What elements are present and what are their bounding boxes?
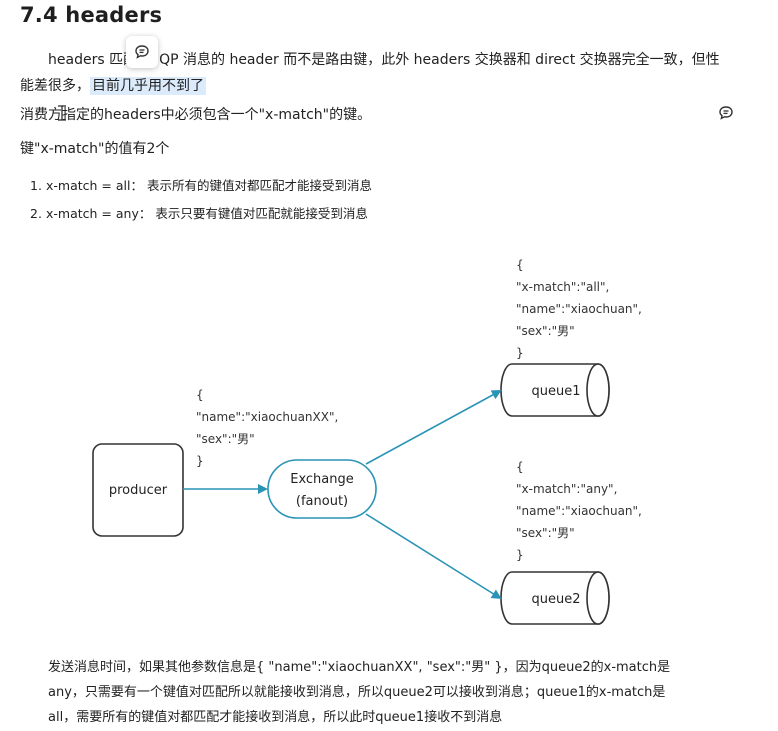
- json-line: "x-match":"all",: [516, 280, 609, 294]
- explanation-line-3: all，需要所有的键值对都匹配才能接收到消息，所以此时queue1接收不到消息: [48, 710, 503, 725]
- queue2-cylinder: queue2: [500, 571, 610, 625]
- json-line: "name":"xiaochuanXX",: [196, 410, 338, 424]
- json-line: {: [516, 460, 524, 474]
- queue1-label: queue1: [532, 384, 581, 399]
- arrow-exchange-to-queue1: [365, 390, 502, 465]
- intro-line-1: headers 匹配 QP 消息的 header 而不是路由键，此外 header…: [48, 49, 720, 71]
- queue2-json: { "x-match":"any", "name":"xiaochuan", "…: [516, 460, 642, 562]
- json-line: "sex":"男": [516, 526, 575, 540]
- json-line: }: [196, 454, 204, 468]
- para-xmatch-values: 键"x-match"的值有2个: [20, 141, 170, 157]
- json-line: {: [516, 258, 524, 272]
- json-line: "x-match":"any",: [516, 482, 617, 496]
- list-item: 1. x-match = all： 表示所有的键值对都匹配才能接受到消息: [30, 175, 372, 194]
- list-text: x-match = all： 表示所有的键值对都匹配才能接受到消息: [46, 178, 372, 193]
- intro-line2-plain: 能差很多，: [20, 78, 90, 94]
- queue1-cylinder: queue1: [500, 363, 610, 417]
- producer-label: producer: [109, 483, 168, 498]
- intro-highlight: 目前几乎用不到了: [90, 77, 206, 95]
- comment-icon: [135, 45, 149, 59]
- json-line: {: [196, 388, 204, 402]
- message-json: { "name":"xiaochuanXX", "sex":"男" }: [196, 388, 338, 468]
- json-line: }: [516, 346, 524, 360]
- intro-part-1: headers 匹配: [48, 52, 138, 68]
- headers-exchange-diagram: { "name":"xiaochuanXX", "sex":"男" } { "x…: [92, 258, 642, 625]
- exchange-type-label: (fanout): [296, 494, 348, 509]
- comment-icon-button[interactable]: [716, 103, 736, 123]
- section-heading: 7.4 headers: [20, 3, 163, 27]
- producer-box: producer: [92, 443, 184, 537]
- exchange-node: Exchange (fanout): [267, 459, 377, 519]
- exchange-label: Exchange: [290, 472, 354, 487]
- arrow-exchange-to-queue2: [365, 513, 502, 600]
- list-text: x-match = any： 表示只要有键值对匹配就能接受到消息: [46, 206, 368, 221]
- json-line: }: [516, 548, 524, 562]
- text-cursor-icon: [58, 105, 66, 121]
- json-line: "name":"xiaochuan",: [516, 302, 642, 316]
- comment-popup-button[interactable]: [126, 36, 158, 68]
- json-line: "sex":"男": [516, 324, 575, 338]
- json-line: "name":"xiaochuan",: [516, 504, 642, 518]
- explanation-line-1: 发送消息时间，如果其他参数信息是{ "name":"xiaochuanXX", …: [48, 660, 671, 675]
- explanation-line-2: any，只需要有一个键值对匹配所以就能接收到消息，所以queue2可以接收到消息…: [48, 685, 666, 700]
- comment-icon: [719, 106, 733, 120]
- list-number: 2.: [30, 206, 42, 221]
- intro-part-2: QP 消息的 header 而不是路由键，此外 headers 交换器和 dir…: [159, 52, 720, 68]
- list-item: 2. x-match = any： 表示只要有键值对匹配就能接受到消息: [30, 203, 368, 222]
- intro-line-2: 能差很多，目前几乎用不到了: [20, 75, 206, 97]
- queue2-label: queue2: [532, 592, 581, 607]
- queue1-json: { "x-match":"all", "name":"xiaochuan", "…: [516, 258, 642, 360]
- json-line: "sex":"男": [196, 432, 255, 446]
- list-number: 1.: [30, 178, 42, 193]
- para-consumer-headers: 消费方指定的headers中必须包含一个"x-match"的键。: [20, 107, 372, 123]
